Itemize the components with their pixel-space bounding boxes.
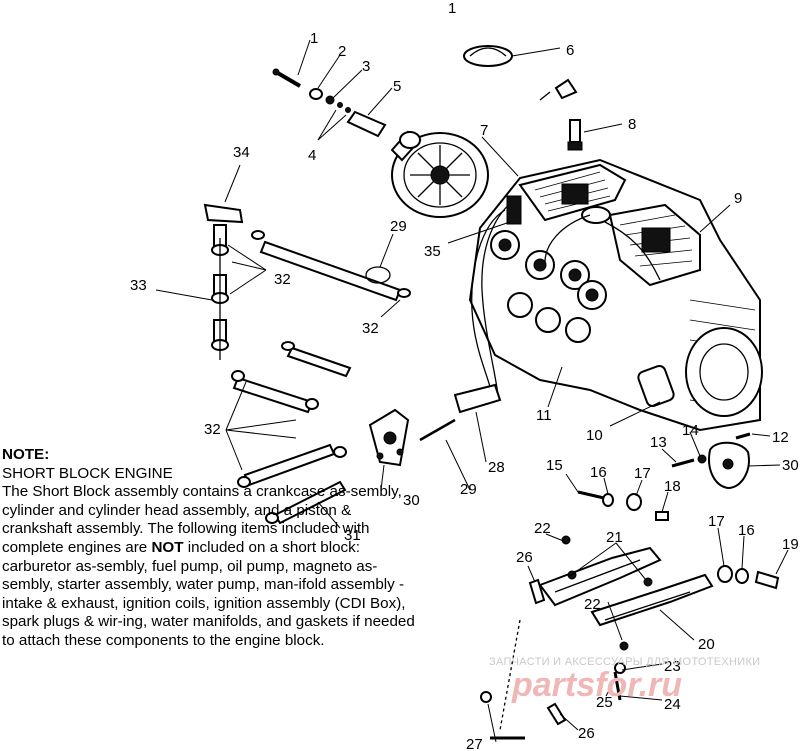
note-body: The Short Block assembly contains a cran… — [2, 483, 422, 650]
callout-26: 26 — [578, 725, 595, 742]
note-title: NOTE: — [2, 446, 50, 463]
callout-26: 26 — [516, 549, 533, 566]
callout-35: 35 — [424, 243, 441, 260]
callout-22: 22 — [534, 520, 551, 537]
callout-29: 29 — [460, 481, 477, 498]
watermark-caption: ЗАПЧАСТИ И АКСЕССУАРЫ ДЛЯ МОТОТЕХНИКИ — [489, 656, 761, 668]
callout-32: 32 — [274, 271, 291, 288]
recoil-starter — [390, 130, 489, 218]
short-block-note: NOTE: SHORT BLOCK ENGINE The Short Block… — [2, 446, 422, 651]
callout-15: 15 — [546, 457, 563, 474]
callout-19: 19 — [782, 536, 799, 553]
callout-1: 1 — [310, 30, 318, 47]
callout-25: 25 — [596, 694, 613, 711]
lower-tubes — [231, 341, 352, 525]
callout-27: 27 — [466, 736, 483, 751]
note-not-emphasis: NOT — [151, 538, 184, 556]
callout-14: 14 — [682, 422, 699, 439]
engine-mount-brackets — [480, 535, 714, 740]
starter-shaft-parts — [272, 68, 387, 138]
callout-10: 10 — [586, 427, 603, 444]
callout-numbers: 1 1 2 3 4 5 6 7 8 9 10 11 12 13 14 15 16… — [130, 0, 799, 751]
callout-8: 8 — [628, 116, 636, 133]
coolant-hoses — [203, 203, 411, 360]
note-heading: SHORT BLOCK ENGINE — [2, 464, 173, 482]
callout-22: 22 — [584, 596, 601, 613]
callout-6: 6 — [566, 42, 574, 59]
callout-16: 16 — [738, 522, 755, 539]
watermark-logo: partsfor.ru — [512, 666, 683, 704]
callout-9: 9 — [734, 190, 742, 207]
callout-11: 11 — [536, 407, 552, 424]
callout-4: 4 — [308, 147, 316, 164]
callout-21: 21 — [606, 529, 623, 546]
callout-13: 13 — [650, 434, 667, 451]
callout-3: 3 — [362, 58, 370, 75]
callout-30: 30 — [782, 457, 799, 474]
mount-hardware — [577, 490, 780, 590]
callout-28: 28 — [488, 459, 505, 476]
engine-block — [468, 158, 763, 432]
spark-plug — [539, 78, 583, 151]
callout-31: 31 — [344, 527, 361, 544]
note-body-part-1: The Short Block assembly contains a cran… — [2, 483, 402, 556]
callout-5: 5 — [393, 78, 401, 95]
leader-lines — [155, 39, 789, 743]
callout-17: 17 — [708, 513, 725, 530]
note-body-part-2: included on a short block: carburetor as… — [2, 538, 415, 649]
callout-30: 30 — [403, 492, 420, 509]
callout-29: 29 — [390, 218, 407, 235]
carburetors — [490, 230, 607, 343]
callout-12: 12 — [772, 429, 789, 446]
callout-16: 16 — [590, 464, 607, 481]
callout-20: 20 — [698, 636, 715, 653]
callout-24: 24 — [664, 696, 681, 713]
callout-18: 18 — [664, 478, 681, 495]
callout-33: 33 — [130, 277, 147, 294]
pump-housing-left — [368, 408, 410, 467]
callout-17: 17 — [634, 465, 651, 482]
callout-7: 7 — [480, 122, 488, 139]
callout-1: 1 — [448, 0, 456, 17]
filler-cap — [463, 45, 513, 67]
callout-32: 32 — [362, 320, 379, 337]
callout-2: 2 — [338, 43, 346, 60]
callout-32: 32 — [204, 421, 221, 438]
pump-housing-right — [671, 432, 751, 490]
callout-23: 23 — [664, 658, 681, 675]
callout-34: 34 — [233, 144, 250, 161]
